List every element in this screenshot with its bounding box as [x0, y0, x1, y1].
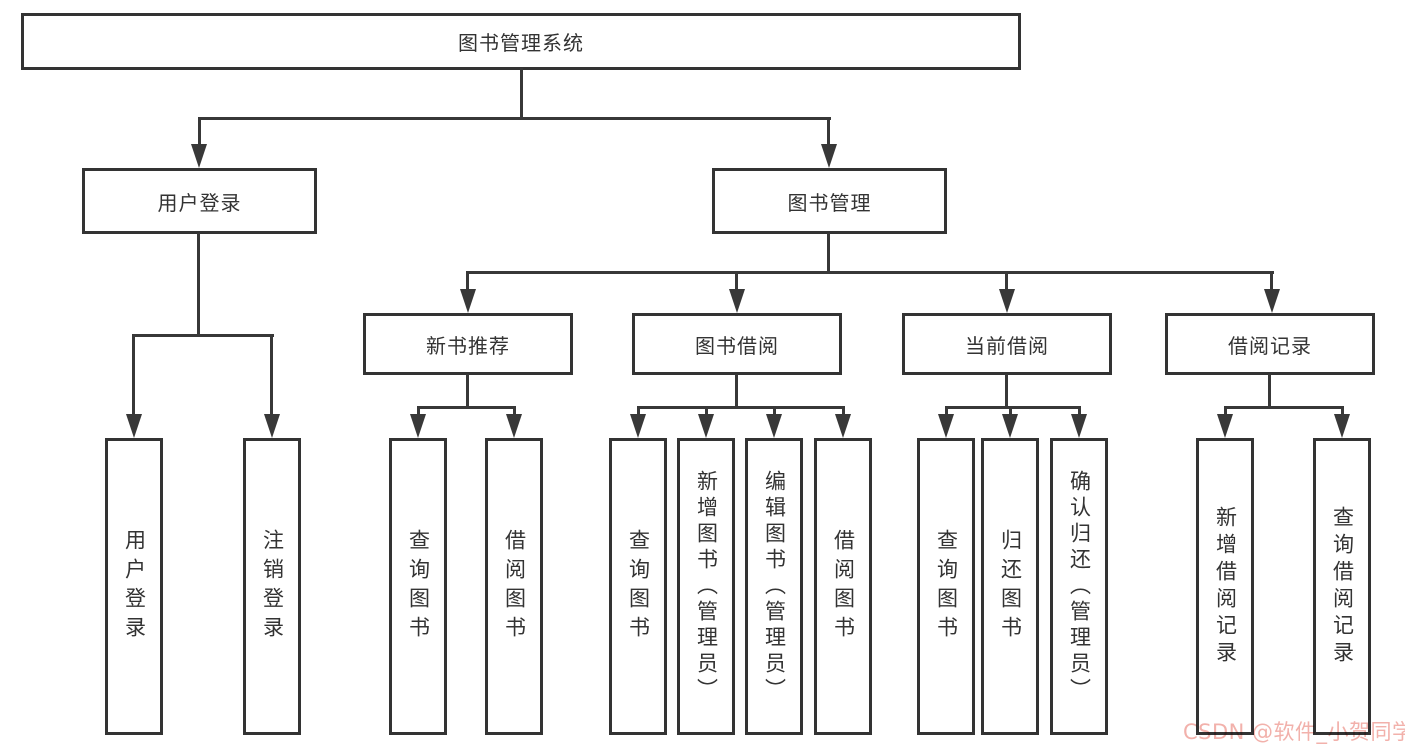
node-label: 图书借阅 — [695, 333, 779, 358]
connector-drop — [132, 334, 135, 418]
node-label: 确认归还（管理员） — [1067, 469, 1092, 704]
connector-drop — [735, 374, 738, 408]
arrow-down-icon — [460, 289, 476, 313]
connector-level2-rail — [198, 117, 831, 120]
arrow-down-icon — [630, 414, 646, 438]
arrow-down-icon — [1264, 289, 1280, 313]
arrow-down-icon — [1334, 414, 1350, 438]
leaf-user-login: 用户登录 — [105, 438, 163, 735]
node-label: 新增借阅记录 — [1213, 505, 1238, 668]
leaf-query-books-3: 查询图书 — [917, 438, 975, 735]
leaf-query-borrow-record: 查询借阅记录 — [1313, 438, 1371, 735]
csdn-watermark: CSDN @软件_小贺同学 — [1183, 720, 1405, 744]
connector-drop — [198, 117, 201, 150]
arrow-down-icon — [766, 414, 782, 438]
arrow-down-icon — [698, 414, 714, 438]
arrow-down-icon — [1002, 414, 1018, 438]
leaf-logout: 注销登录 — [243, 438, 301, 735]
connector-drop — [1268, 374, 1271, 408]
node-label: 查询图书 — [406, 528, 431, 645]
connector-drop — [466, 271, 469, 294]
node-label: 图书管理系统 — [458, 31, 584, 55]
node-borrow-records: 借阅记录 — [1165, 313, 1375, 375]
node-label: 新增图书（管理员） — [694, 469, 719, 704]
connector-drop — [735, 271, 738, 294]
connector-drop — [466, 374, 469, 408]
node-label: 借阅记录 — [1228, 333, 1312, 358]
arrow-down-icon — [938, 414, 954, 438]
node-label: 当前借阅 — [965, 333, 1049, 358]
node-book-management: 图书管理 — [712, 168, 947, 234]
node-label: 注销登录 — [260, 528, 285, 645]
connector-user-login-rail — [132, 334, 274, 337]
connector-drop — [1009, 406, 1012, 418]
connector-user-login-drop — [197, 233, 200, 337]
connector-drop — [417, 406, 420, 418]
connector-rail — [637, 406, 845, 409]
arrow-down-icon — [821, 144, 837, 168]
arrow-down-icon — [1217, 414, 1233, 438]
connector-drop — [1005, 271, 1008, 294]
connector-root-drop — [520, 68, 523, 119]
leaf-return-books: 归还图书 — [981, 438, 1039, 735]
node-book-borrow: 图书借阅 — [632, 313, 842, 375]
arrow-down-icon — [729, 289, 745, 313]
connector-drop — [637, 406, 640, 418]
connector-drop — [270, 334, 273, 418]
leaf-confirm-return-admin: 确认归还（管理员） — [1050, 438, 1108, 735]
node-label: 编辑图书（管理员） — [762, 469, 787, 704]
arrow-down-icon — [126, 414, 142, 438]
connector-drop — [1005, 374, 1008, 408]
node-label: 新书推荐 — [426, 333, 510, 358]
leaf-borrow-books-1: 借阅图书 — [485, 438, 543, 735]
node-label: 借阅图书 — [502, 528, 527, 645]
connector-drop — [945, 406, 948, 418]
node-label: 查询借阅记录 — [1330, 505, 1355, 668]
arrow-down-icon — [191, 144, 207, 168]
leaf-edit-books-admin: 编辑图书（管理员） — [745, 438, 803, 735]
connector-drop — [705, 406, 708, 418]
node-label: 归还图书 — [998, 528, 1023, 645]
connector-rail — [417, 406, 516, 409]
connector-drop — [513, 406, 516, 418]
arrow-down-icon — [506, 414, 522, 438]
leaf-borrow-books-2: 借阅图书 — [814, 438, 872, 735]
arrow-down-icon — [1071, 414, 1087, 438]
node-label: 用户登录 — [122, 528, 147, 645]
connector-drop — [773, 406, 776, 418]
node-user-login: 用户登录 — [82, 168, 317, 234]
node-label: 借阅图书 — [831, 528, 856, 645]
connector-rail — [1224, 406, 1344, 409]
leaf-query-books-1: 查询图书 — [389, 438, 447, 735]
node-label: 用户登录 — [157, 190, 242, 215]
arrow-down-icon — [999, 289, 1015, 313]
node-library-management-system: 图书管理系统 — [21, 13, 1021, 70]
node-label: 查询图书 — [626, 528, 651, 645]
leaf-add-borrow-record: 新增借阅记录 — [1196, 438, 1254, 735]
connector-drop — [827, 117, 830, 150]
node-new-book-recommend: 新书推荐 — [363, 313, 573, 375]
connector-book-management-drop — [827, 233, 830, 274]
leaf-query-books-2: 查询图书 — [609, 438, 667, 735]
arrow-down-icon — [835, 414, 851, 438]
connector-drop — [842, 406, 845, 418]
node-label: 查询图书 — [934, 528, 959, 645]
node-current-borrow: 当前借阅 — [902, 313, 1112, 375]
arrow-down-icon — [410, 414, 426, 438]
connector-rail — [945, 406, 1081, 409]
leaf-add-books-admin: 新增图书（管理员） — [677, 438, 735, 735]
connector-drop — [1341, 406, 1344, 418]
connector-drop — [1078, 406, 1081, 418]
arrow-down-icon — [264, 414, 280, 438]
connector-drop — [1270, 271, 1273, 294]
connector-drop — [1224, 406, 1227, 418]
connector-level3-rail — [466, 271, 1274, 274]
node-label: 图书管理 — [787, 190, 872, 215]
